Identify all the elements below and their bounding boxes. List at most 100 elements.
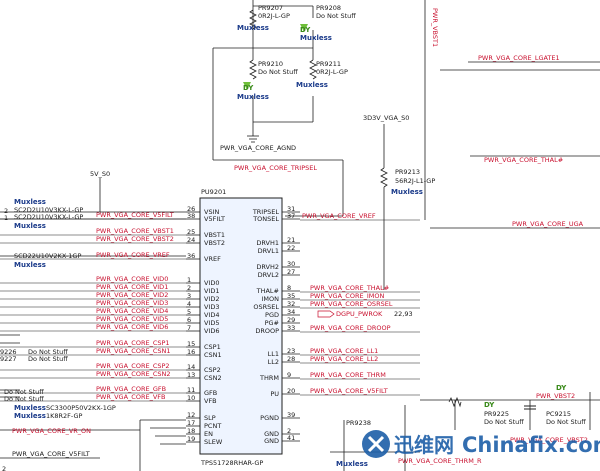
pin-num-vid4: 5: [187, 308, 191, 316]
cap-pc9215-body: [524, 405, 536, 410]
left-net-labels: PWR_VGA_CORE_V5FILTPWR_VGA_CORE_VBST1PWR…: [0, 211, 186, 402]
pin-name-vid4: VID4: [204, 311, 220, 319]
resistor-pr9211: [309, 59, 317, 80]
pc9215-ref: PC9215: [546, 410, 571, 418]
pin-name-r0: TRIPSEL: [252, 208, 280, 216]
muxless-label-top2: Muxless: [300, 34, 332, 42]
pin-num-r15: 20: [287, 387, 295, 395]
pr9210-value: Do Not Stuff: [258, 68, 298, 76]
net-label-thrm-r: PWR_VGA_CORE_THRM_R: [398, 457, 482, 465]
top-resistor-network: [212, 0, 426, 220]
pin-name-r12: LL1: [268, 350, 279, 358]
pin-name-r10: PG#: [265, 319, 279, 327]
lgate1-net: PWR_VGA_CORE_LGATE1: [478, 54, 560, 62]
pin-num-r18: 41: [287, 434, 295, 442]
dns-4: Do Not Stuff: [4, 395, 44, 403]
pin-num-pcnt: 17: [187, 419, 195, 427]
chip-body: [199, 197, 283, 455]
muxless-left-4: Muxless: [14, 404, 46, 412]
pin-name-vid6: VID6: [204, 327, 220, 335]
pin-name-r16: PGND: [260, 414, 279, 422]
watermark-en: Chinafix.com: [462, 433, 600, 457]
pr9207-ref: PR9207: [258, 4, 283, 12]
net-label-left-vbst1: PWR_VGA_CORE_VBST1: [96, 227, 174, 235]
net-label-left-csp2: PWR_VGA_CORE_CSP2: [96, 362, 170, 370]
5v-s0-net: 5V_S0: [90, 170, 110, 178]
pin-name-vsin: VSIN: [204, 208, 219, 216]
pin-name-csp2: CSP2: [204, 366, 221, 374]
pin-num-vid5: 6: [187, 316, 191, 324]
pin-num-r7: 35: [287, 292, 295, 300]
pin-name-r6: THAL#: [256, 287, 279, 295]
resistor-pr9207: [249, 9, 257, 30]
muxless-label-top3: Muxless: [237, 93, 269, 101]
pin-name-csn2: CSN2: [204, 374, 222, 382]
res1-value: 1K8R2F-GP: [46, 412, 83, 420]
pin-num-r17: 2: [287, 427, 291, 435]
gnd-agnd: [247, 135, 259, 143]
dns-2: Do Not Stuff: [28, 355, 68, 363]
pin-num-csp1: 15: [187, 340, 195, 348]
net-label-left-vid0: PWR_VGA_CORE_VID0: [96, 275, 168, 283]
pin-name-r3: DRVL1: [258, 247, 279, 255]
pin-num-vsin: 26: [187, 205, 195, 213]
dy-bottom-1: DY: [556, 384, 567, 392]
pin-name-vid5: VID5: [204, 319, 220, 327]
net-label-right-droop: PWR_VGA_CORE_DROOP: [310, 324, 391, 332]
chip-part-number: TPS51728RHAR-GP: [200, 459, 263, 467]
pr9225-value: Do Not Stuff: [484, 418, 524, 426]
pin-num-vid0: 1: [187, 276, 191, 284]
cap2-value: SC2D2U10V3KX-L-GP: [14, 213, 83, 221]
pin-num-r6: 8: [287, 284, 291, 292]
pin-name-r5: DRVL2: [258, 271, 279, 279]
pr9211-value: 0R2J-L-GP: [316, 68, 348, 76]
muxless-label-top1: Muxless: [237, 24, 269, 32]
net-label-left-vbst2: PWR_VGA_CORE_VBST2: [96, 235, 174, 243]
ref-9226: 9226: [0, 348, 17, 356]
v5filt-left-net: PWR_VGA_CORE_V5FILT: [12, 450, 90, 458]
pin-name-v5filt: V5FILT: [204, 215, 225, 223]
pin-name-pcnt: PCNT: [204, 422, 221, 430]
net-label-left-vref: PWR_VGA_CORE_VREF: [96, 251, 170, 259]
resistor-pr9210: [249, 59, 257, 80]
pwrok-offpage-arrow: [317, 310, 335, 318]
pr9213-ref: PR9213: [395, 168, 420, 176]
resistor-pr9213: [380, 124, 388, 290]
net-label-left-csp1: PWR_VGA_CORE_CSP1: [96, 339, 170, 347]
cap2-pin1: 1: [4, 214, 8, 222]
pin-num-vid2: 3: [187, 292, 191, 300]
uga-right-net: PWR_VGA_CORE_UGA: [512, 220, 584, 228]
pr9207-value: 0R2J-L-GP: [258, 12, 290, 20]
pin-name-r9: PGD: [265, 311, 279, 319]
pin-name-r7: IMON: [261, 295, 279, 303]
pin-name-r17: GND: [264, 430, 279, 438]
pin-num-r1: 37: [287, 212, 295, 220]
pin-num-r13: 28: [287, 355, 295, 363]
pin-name-vbst2: VBST2: [204, 239, 225, 247]
dy-label-2: DY: [243, 84, 254, 92]
pin-num-r12: 23: [287, 347, 295, 355]
chip-ref: PU9201: [201, 188, 226, 196]
pin-name-vref: VREF: [204, 255, 221, 263]
pin-name-r11: DROOP: [255, 327, 279, 335]
resistor-pr9225-body: [448, 396, 462, 408]
pin-num-vref: 36: [187, 252, 195, 260]
watermark-cn: 迅维网: [394, 433, 454, 457]
pin-num-vfb: 10: [187, 394, 195, 402]
pr9225-ref: PR9225: [484, 410, 509, 418]
pin-num-csn1: 16: [187, 348, 195, 356]
vr-on-net: PWR_VGA_CORE_VR_ON: [12, 427, 91, 435]
net-label-left-vfb: PWR_VGA_CORE_VFB: [96, 393, 165, 401]
pin-num-r2: 21: [287, 236, 295, 244]
tripsel-net: PWR_VGA_CORE_TRIPSEL: [234, 164, 317, 172]
pin-num-vid6: 7: [187, 324, 191, 332]
pin-num-r11: 33: [287, 324, 295, 332]
pin-name-vid2: VID2: [204, 295, 220, 303]
dns-3: Do Not Stuff: [4, 388, 44, 396]
cap1-pin2: 2: [4, 207, 8, 215]
pin-num-vid1: 2: [187, 284, 191, 292]
cap4-value: SC3300P50V2KX-1GP: [46, 404, 116, 412]
thal-right-net: PWR_VGA_CORE_THAL#: [484, 156, 563, 164]
